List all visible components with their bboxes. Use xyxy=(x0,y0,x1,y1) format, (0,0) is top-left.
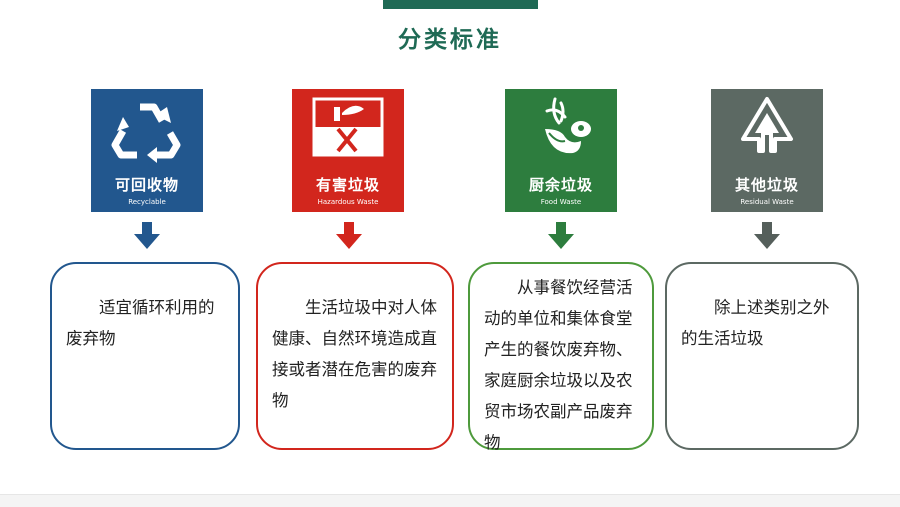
card-english-name: Hazardous Waste xyxy=(317,198,379,206)
recycle-icon xyxy=(111,103,181,163)
arrow-down-icon xyxy=(336,222,362,249)
description-food: 从事餐饮经营活动的单位和集体食堂产生的餐饮废弃物、家庭厨余垃圾以及农贸市场农副产… xyxy=(468,262,654,452)
description-hazardous: 生活垃圾中对人体健康、自然环境造成直接或者潜在危害的废弃物 xyxy=(256,262,454,450)
card-hazardous[interactable]: 有害垃圾 Hazardous Waste xyxy=(292,89,404,212)
food-scraps-icon xyxy=(545,97,591,154)
hazardous-battery-icon xyxy=(312,97,384,157)
card-name: 厨余垃圾 xyxy=(528,176,593,194)
arrow-down-icon xyxy=(548,222,574,249)
card-recyclable[interactable]: 可回收物 Recyclable xyxy=(91,89,203,212)
card-food[interactable]: 厨余垃圾 Food Waste xyxy=(505,89,617,212)
card-name: 有害垃圾 xyxy=(315,176,380,194)
card-english-name: Food Waste xyxy=(540,198,582,206)
card-residual[interactable]: 其他垃圾 Residual Waste xyxy=(711,89,823,212)
card-name: 可回收物 xyxy=(114,176,179,194)
card-name: 其他垃圾 xyxy=(734,176,799,194)
description-residual: 除上述类别之外的生活垃圾 xyxy=(665,262,859,450)
card-english-name: Recyclable xyxy=(128,198,166,206)
top-accent-bar xyxy=(383,0,538,9)
card-english-name: Residual Waste xyxy=(740,198,794,206)
arrow-down-icon xyxy=(754,222,780,249)
residual-tree-icon xyxy=(741,97,793,153)
bottom-divider xyxy=(0,494,900,507)
arrow-down-icon xyxy=(134,222,160,249)
page-title: 分类标准 xyxy=(398,26,502,53)
description-recyclable: 适宜循环利用的废弃物 xyxy=(50,262,240,450)
